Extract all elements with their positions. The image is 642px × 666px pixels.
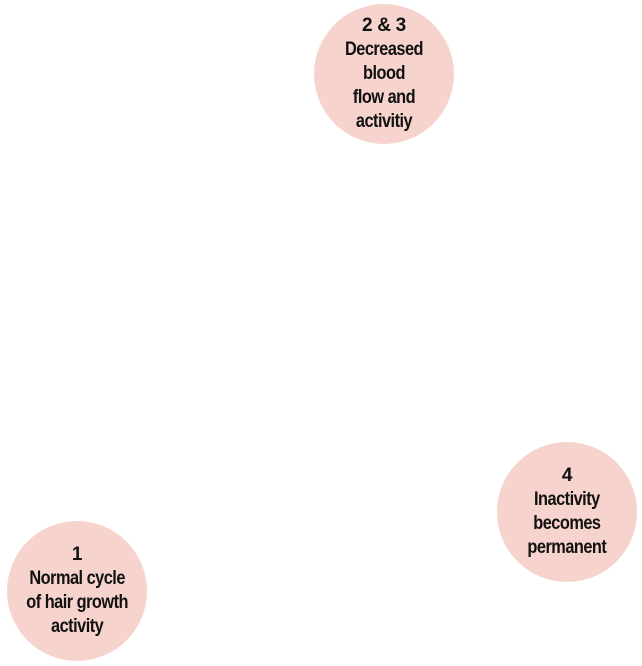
stage-1-circle: 1 Normal cycle of hair growth activity <box>7 521 147 661</box>
stage-4-circle: 4 Inactivity becomes permanent <box>497 442 637 582</box>
stage-4-description: Inactivity becomes permanent <box>527 489 607 558</box>
stage-2-3-number: 2 & 3 <box>362 15 406 36</box>
stage-2-3-description: Decreased blood flow and activitiy <box>344 39 424 132</box>
stage-1-description: Normal cycle of hair growth activity <box>26 568 128 637</box>
stage-2-3-circle: 2 & 3 Decreased blood flow and activitiy <box>314 4 454 144</box>
stage-4-number: 4 <box>561 465 573 486</box>
stage-1-number: 1 <box>71 544 83 565</box>
